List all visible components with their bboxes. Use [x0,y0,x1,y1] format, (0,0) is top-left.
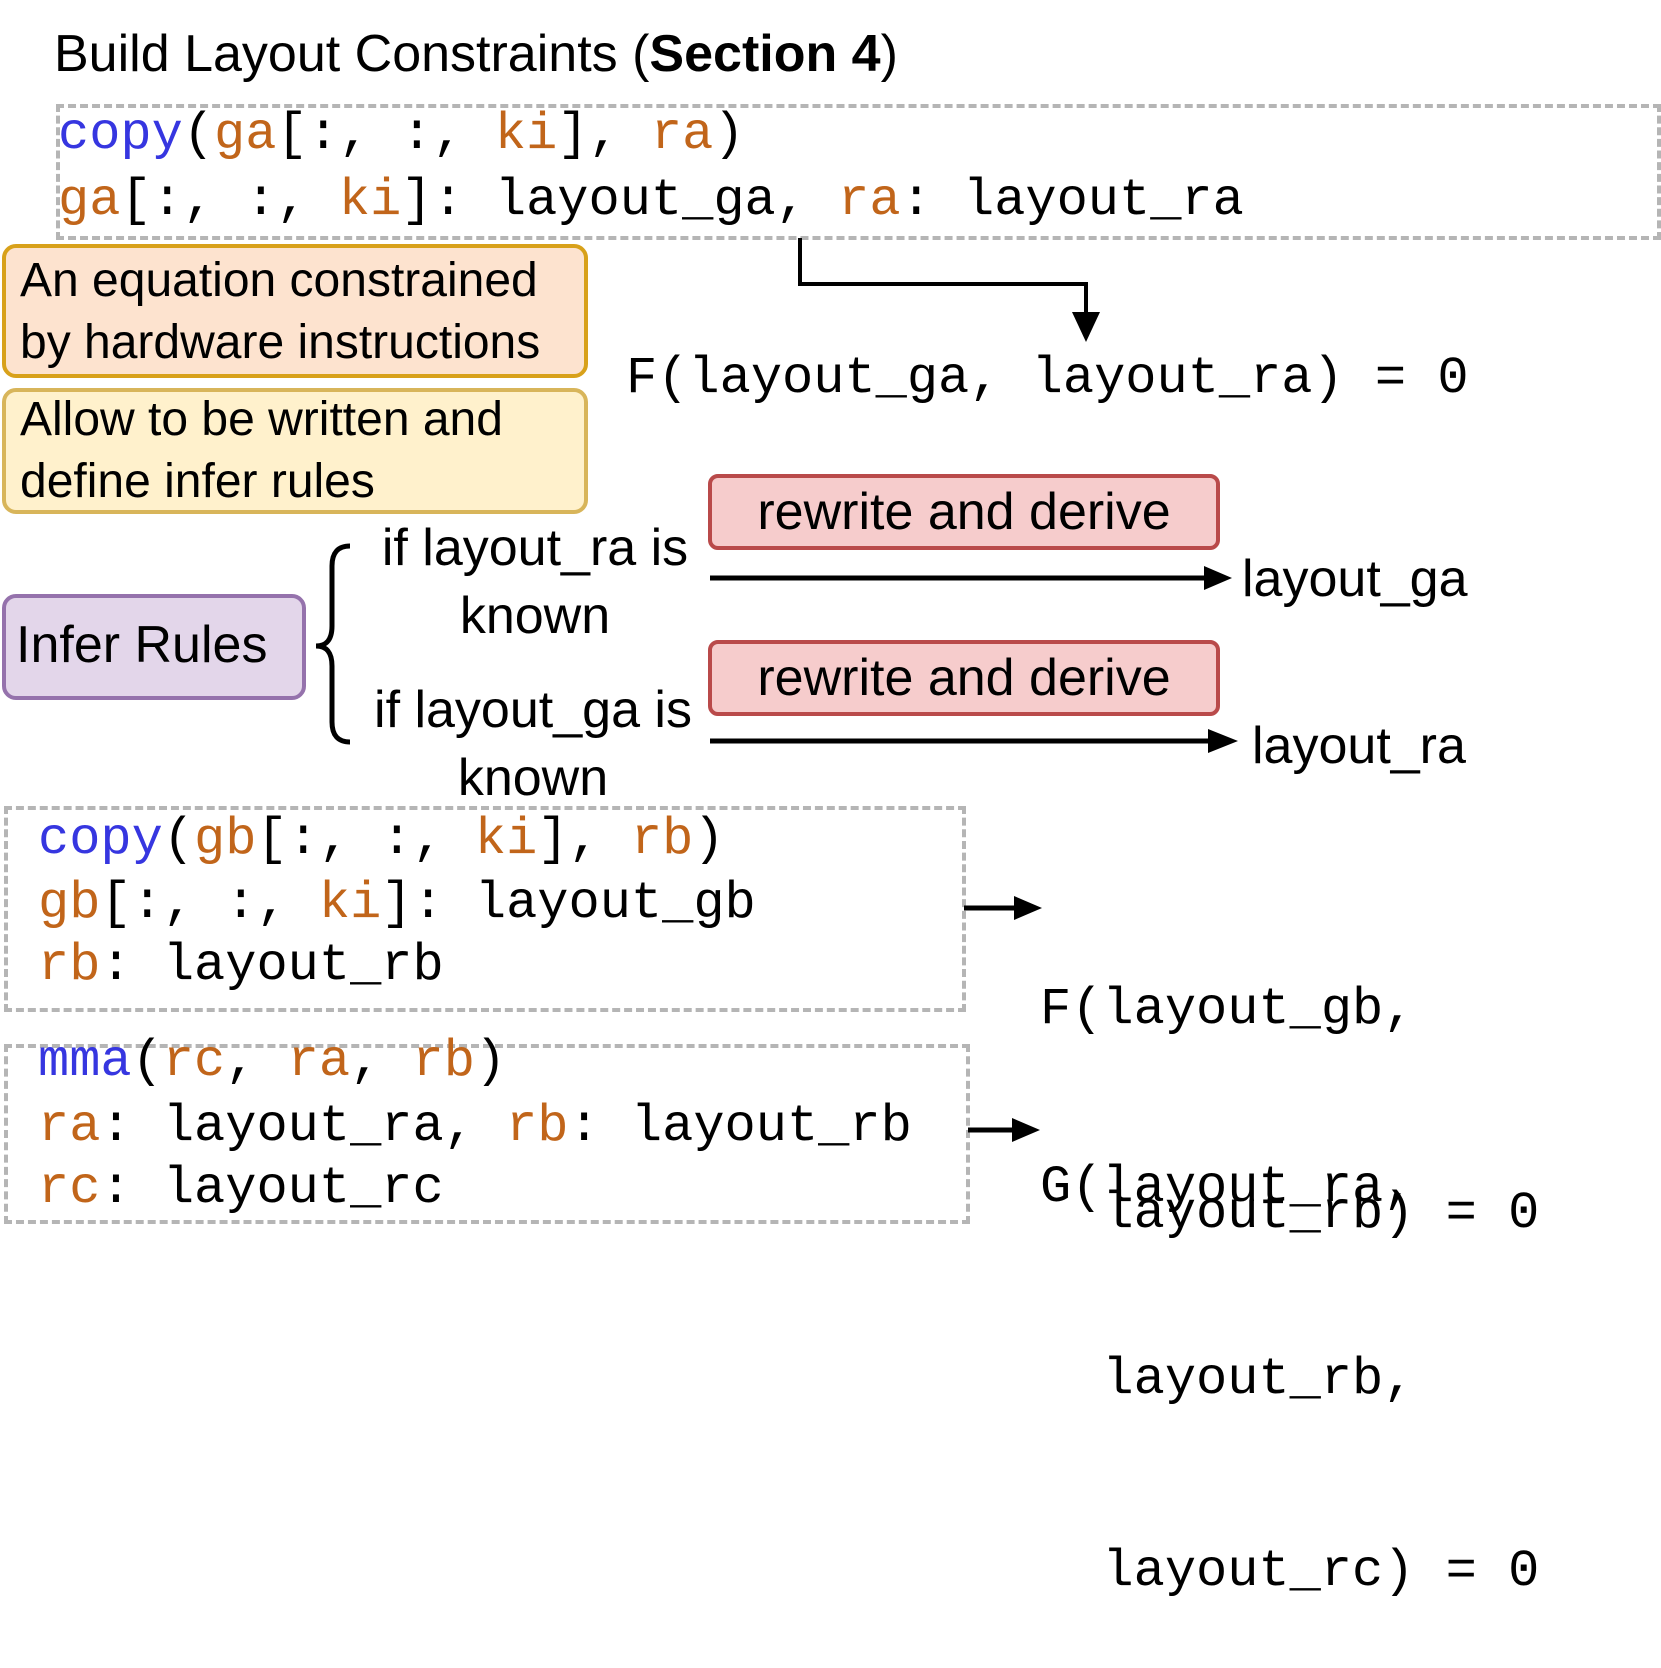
code-var: ki [494,105,558,164]
rewrite-derive-box-2 [708,640,1220,716]
code-var: gb [194,810,257,869]
infer-rules-note-box [2,388,588,514]
equation-g: G(layout_ra, layout_rb, layout_rc) = 0 [1040,1028,1539,1668]
rewrite-derive-label-1: rewrite and derive [757,483,1171,541]
code-text: : layout_rc [100,1159,444,1218]
code-punct: ) [713,105,745,164]
code-var: ga [214,105,277,164]
infer-rules-note-line-1: Allow to be written and [20,393,503,446]
code-text: ]: layout_gb [381,874,756,933]
infer-rules-note-text: Allow to be written and define infer rul… [20,389,503,513]
code-punct: ( [131,1032,163,1091]
code-keyword: copy [38,810,163,869]
equation-f-b-line-2: layout_rb) = 0 [1040,1184,1540,1243]
equation-f-b-line-1: F(layout_gb, [1040,980,1415,1039]
hardware-constraint-line-2: by hardware instructions [20,316,541,369]
code-punct: [:, :, [256,810,475,869]
code-var: rb [412,1032,475,1091]
curly-brace [315,543,351,745]
rule-2-result: layout_ra [1252,717,1466,775]
rule-1-result: layout_ga [1242,550,1468,608]
code-punct: [:, :, [120,171,339,230]
code-punct: [:, :, [100,874,319,933]
equation-f-b: F(layout_gb, layout_rb) = 0 [1040,840,1539,1316]
code-text: : layout_ra, [100,1097,507,1156]
title-suffix: ) [880,25,898,83]
code-mma-block [4,1044,970,1224]
code-var: rc [162,1032,226,1091]
code-text: : layout_rb [568,1097,912,1156]
code-text: ]: layout_ga, [401,171,839,230]
equation-f-top: F(layout_ga, layout_ra) = 0 [626,349,1469,408]
code-var: ki [318,874,382,933]
code-var: ra [287,1032,351,1091]
rewrite-derive-label-2: rewrite and derive [757,649,1171,707]
code-keyword: copy [58,105,183,164]
code-keyword: mma [38,1032,132,1091]
code-mma-line-2: ra: layout_ra, rb: layout_rb [38,1093,912,1161]
equation-g-line-3: layout_rc) = 0 [1040,1542,1540,1601]
rule-2-condition: if layout_ga is known [356,676,710,812]
hardware-constraint-box [2,244,588,378]
code-punct: [:, :, [276,105,495,164]
code-mma-line-3: rc: layout_rc [38,1155,444,1223]
diagram-title: Build Layout Constraints (Section 4) [54,24,898,84]
code-var: rb [38,936,101,995]
rule-1-line-1: if layout_ra is [381,519,689,577]
code-punct: , [350,1032,413,1091]
code-var: ra [650,105,714,164]
code-punct: ) [474,1032,507,1091]
code-punct: , [225,1032,288,1091]
code-var: ki [474,810,538,869]
top-code-line-1: copy(ga[:, :, ki], ra) [58,101,745,169]
code-var: ki [338,171,402,230]
title-section-ref: Section 4 [649,25,881,83]
code-var: rc [38,1159,101,1218]
elbow-arrow [798,238,1088,318]
code-var: gb [38,874,101,933]
code-b-line-3: rb: layout_rb [38,932,444,1000]
code-b-line-2: gb[:, :, ki]: layout_gb [38,870,756,938]
code-punct: ( [162,810,195,869]
rewrite-derive-box-1 [708,474,1220,550]
code-var: ra [38,1097,101,1156]
code-text: : layout_rb [100,936,444,995]
infer-rules-note-line-2: define infer rules [20,455,375,508]
code-var: rb [506,1097,569,1156]
rule-1-line-2: known [459,587,611,645]
code-punct: ( [182,105,215,164]
title-prefix: Build Layout Constraints ( [54,25,650,83]
rule-2-line-2: known [457,749,609,807]
hardware-constraint-line-1: An equation constrained [20,254,538,307]
infer-rules-label: Infer Rules [16,616,268,674]
code-var: ra [838,171,901,230]
code-var: rb [630,810,694,869]
code-b-arrow-head [1014,896,1042,920]
rule-2-arrow-head [1208,729,1238,753]
hardware-constraint-text: An equation constrained by hardware inst… [20,250,540,374]
code-punct: ], [537,810,631,869]
code-text: : layout_ra [900,171,1244,230]
code-punct: ) [693,810,725,869]
code-b-line-1: copy(gb[:, :, ki], rb) [38,806,725,874]
equation-g-line-2: layout_rb, [1040,1350,1415,1409]
elbow-arrow-head [1072,312,1100,342]
code-mma-arrow-head [1012,1118,1040,1142]
code-var: ga [58,171,121,230]
code-mma-line-1: mma(rc, ra, rb) [38,1028,506,1096]
code-punct: ], [557,105,651,164]
rule-1-condition: if layout_ra is known [362,514,708,650]
rule-2-line-1: if layout_ga is [374,681,692,739]
rule-1-arrow-head [1204,566,1232,590]
equation-g-line-1: G(layout_ra, [1040,1158,1415,1217]
top-code-line-2: ga[:, :, ki]: layout_ga, ra: layout_ra [58,167,1244,235]
infer-rules-box [2,594,306,700]
